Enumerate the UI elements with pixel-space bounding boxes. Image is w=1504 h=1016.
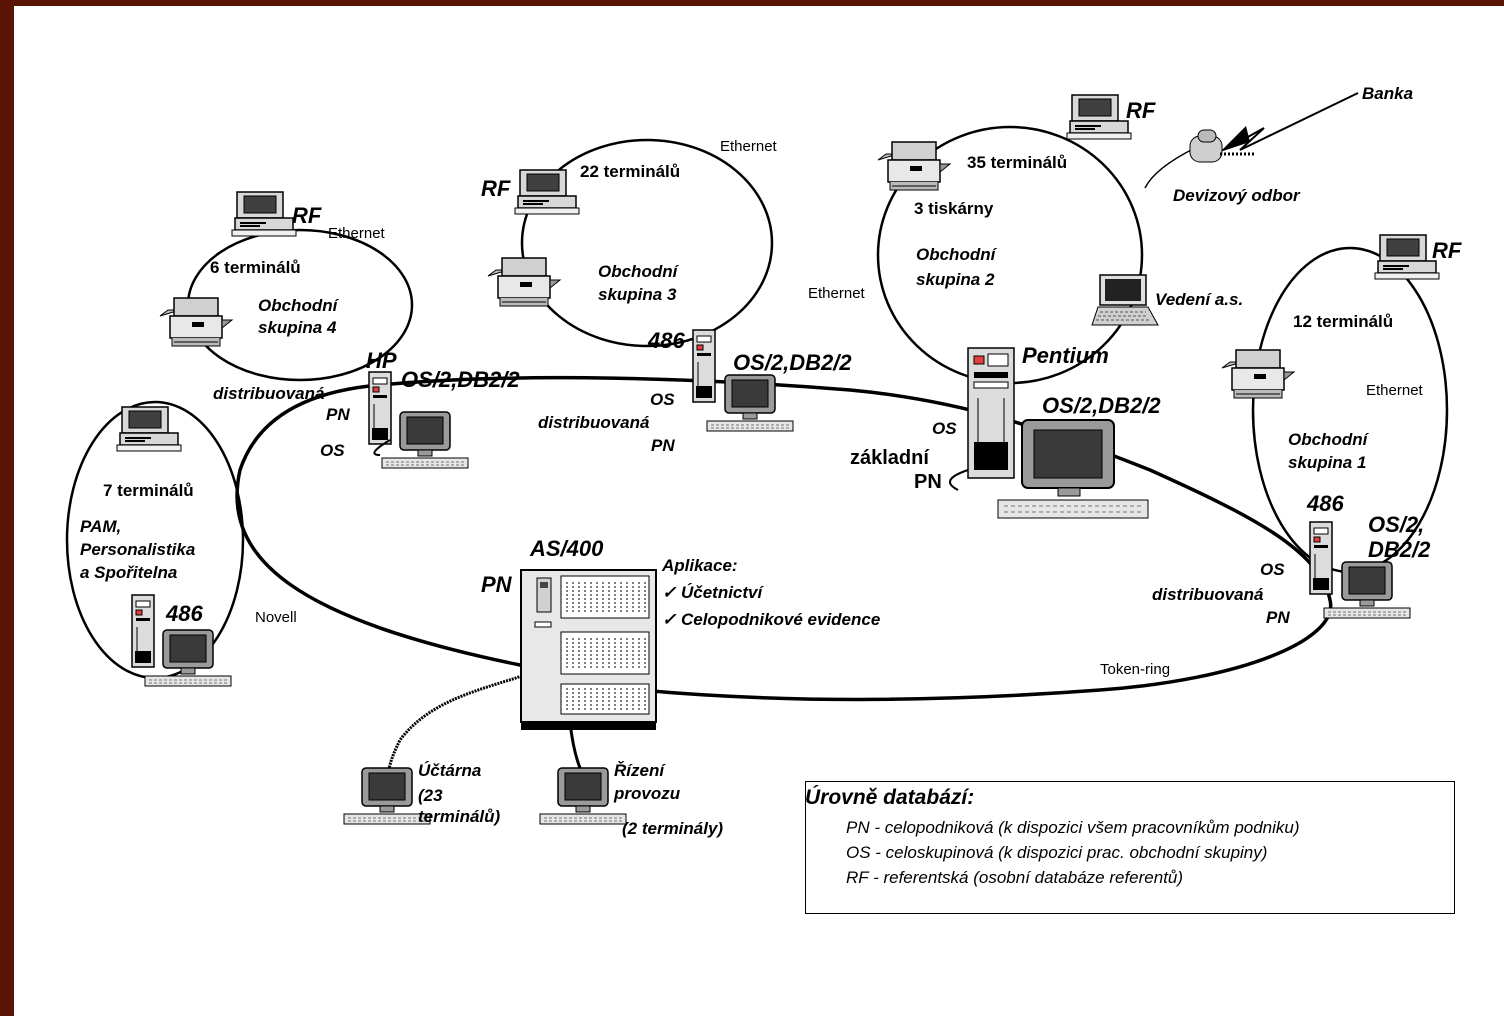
g4-name-2: skupina 4 [258,318,337,337]
g1-os: OS [1260,560,1285,579]
g4-server: HP [366,348,397,373]
as400-pn: PN [481,572,512,597]
g1-role-2: PN [1266,608,1290,627]
pam-line1: PAM, [80,517,122,536]
pam-server: 486 [166,601,203,626]
bank-dept: Devizový odbor [1173,186,1300,205]
g2-server: Pentium [1022,343,1109,368]
g3-rf-label: RF [481,176,511,201]
g2-role-1: základní [850,447,929,469]
g1-name-1: Obchodní [1288,430,1368,449]
g1-rf-label: RF [1432,238,1462,263]
g2-name-2: skupina 2 [916,270,995,289]
pam-line2: Personalistika [80,540,196,559]
g3-os: OS [650,390,675,409]
g2-terminals: 35 terminálů [967,153,1068,172]
g4-name-1: Obchodní [258,296,338,315]
g4-role-1: distribuovaná [213,384,325,403]
g1-terminals: 12 terminálů [1293,312,1394,331]
novell-label: Novell [255,609,297,626]
g4-terminals: 6 terminálů [210,258,301,277]
pam-line3: a Spořitelna [80,563,178,582]
g1-server: 486 [1307,491,1344,516]
g1-os-label-2: DB2/2 [1368,537,1431,562]
g2-os-label: OS/2,DB2/2 [1042,393,1161,418]
g2-os: OS [932,419,957,438]
g3-os-label: OS/2,DB2/2 [733,350,852,375]
accounting-3: terminálů) [418,807,501,826]
app-evidence: ✓ Celopodnikové evidence [662,610,881,629]
g3-role-2: PN [651,436,675,455]
legend-title: Úrovně databází: [805,786,975,809]
legend-item-rf: RF - referentská (osobní databáze refere… [846,868,1184,887]
bank-label: Banka [1362,84,1414,103]
ethernet-label-g2: Ethernet [808,285,865,302]
g2-rf-label: RF [1126,98,1156,123]
apps-title: Aplikace: [662,556,738,575]
operations-2: provozu [614,784,681,803]
g3-server: 486 [648,328,685,353]
ethernet-label-g4: Ethernet [328,225,385,242]
accounting-1: Účtárna [418,761,482,780]
g3-name-2: skupina 3 [598,285,677,304]
g4-rf-label: RF [292,203,322,228]
g3-role-1: distribuovaná [538,413,650,432]
g4-os: OS [320,441,345,460]
app-accounting: ✓ Účetnictví [662,583,763,602]
g1-role-1: distribuovaná [1152,585,1264,604]
g1-os-label-1: OS/2, [1368,512,1425,537]
g4-role-2: PN [326,405,350,424]
g2-management: Vedení a.s. [1155,290,1244,309]
legend-box: Úrovně databází: PN - celopodniková (k d… [805,781,1455,914]
g2-name-1: Obchodní [916,245,996,264]
legend-item-pn: PN - celopodniková (k dispozici všem pra… [846,818,1300,837]
ethernet-label-g3: Ethernet [720,138,777,155]
token-ring-label: Token-ring [1100,661,1171,678]
ethernet-label-g1: Ethernet [1366,382,1423,399]
operations-3: (2 terminály) [622,819,724,838]
g2-printers: 3 tiskárny [914,199,994,218]
g3-name-1: Obchodní [598,262,678,281]
legend-item-os: OS - celoskupinová (k dispozici prac. ob… [846,843,1268,862]
g1-name-2: skupina 1 [1288,453,1367,472]
as400-label: AS/400 [530,536,604,561]
g4-os-label: OS/2,DB2/2 [401,367,520,392]
pam-terminals: 7 terminálů [103,481,194,500]
g3-terminals: 22 terminálů [580,162,681,181]
operations-1: Řízení [614,761,665,780]
g2-role-2: PN [914,471,942,493]
accounting-2: (23 [418,786,443,805]
